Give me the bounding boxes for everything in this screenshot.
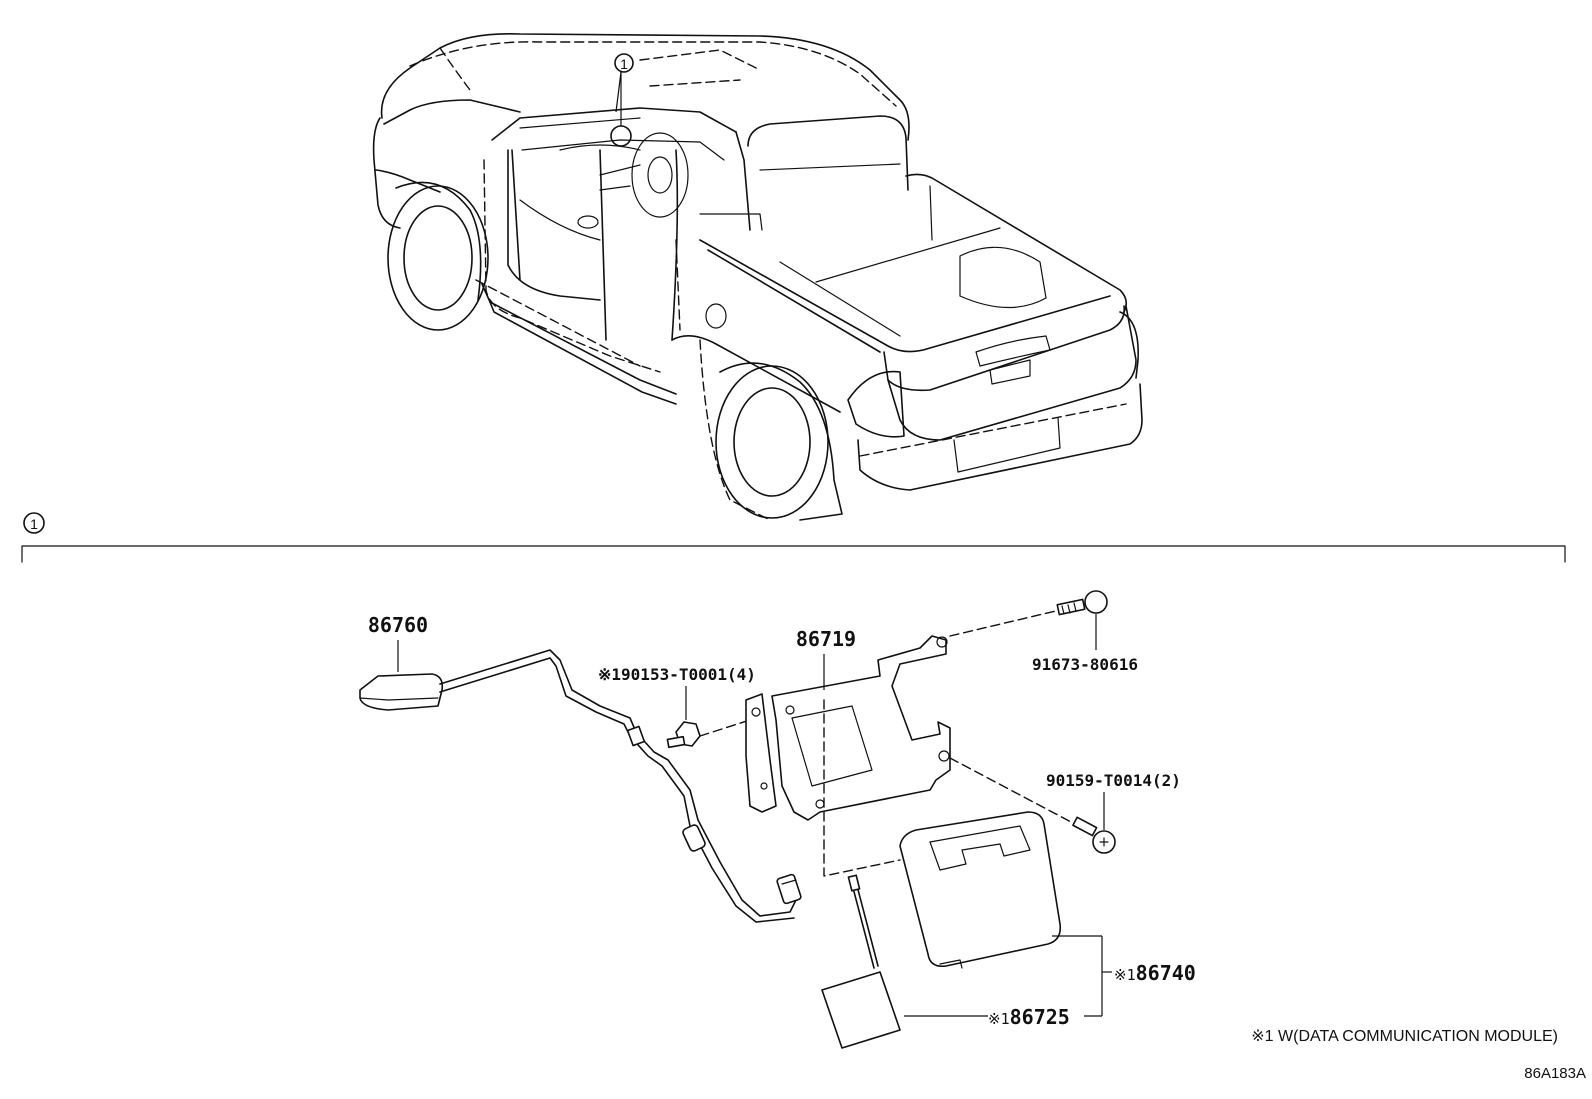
part-number-nut: ※190153-T0001(4) [598,665,756,684]
callout-number: 1 [620,56,628,72]
section-circle [23,512,45,534]
module-note-mark: ※1 [1114,966,1136,984]
footnote: ※1 W(DATA COMMUNICATION MODULE) [1251,1028,1558,1045]
callout-circle [614,53,634,73]
truck-illustration: 1 [372,32,1143,521]
part-number-screw: 90159-T0014(2) [1046,771,1181,790]
part-number-sub-antenna: ※186725 [988,1005,1070,1029]
module-location-marker [610,125,632,147]
sub-antenna-part: ※186725 [821,874,1102,1049]
bracket-part: 86719 [745,627,951,821]
module-part: ※186740 [899,811,1196,1016]
part-number-bolt: 91673-80616 [1032,655,1138,674]
sub-antenna-note-mark: ※1 [988,1010,1010,1028]
illustration-code: 86A183A [1524,1065,1586,1082]
section-number: 1 [30,516,38,532]
module-number: 86740 [1136,961,1196,985]
bolt-part: 91673-80616 [949,590,1138,674]
part-number-antenna-cord: 86760 [368,613,428,637]
sub-antenna-number: 86725 [1010,1005,1070,1029]
antenna-cord-part: 86760 [359,613,802,923]
screw-part: 90159-T0014(2) [949,757,1181,854]
nut-part: ※190153-T0001(4) [598,665,756,749]
section-bracket [21,545,1566,563]
parts-detail: 86760 ※190153-T0001(4) 86719 [359,590,1586,1082]
section-header: 1 [21,512,1566,563]
part-number-module: ※186740 [1114,961,1196,985]
part-number-bracket: 86719 [796,627,856,651]
